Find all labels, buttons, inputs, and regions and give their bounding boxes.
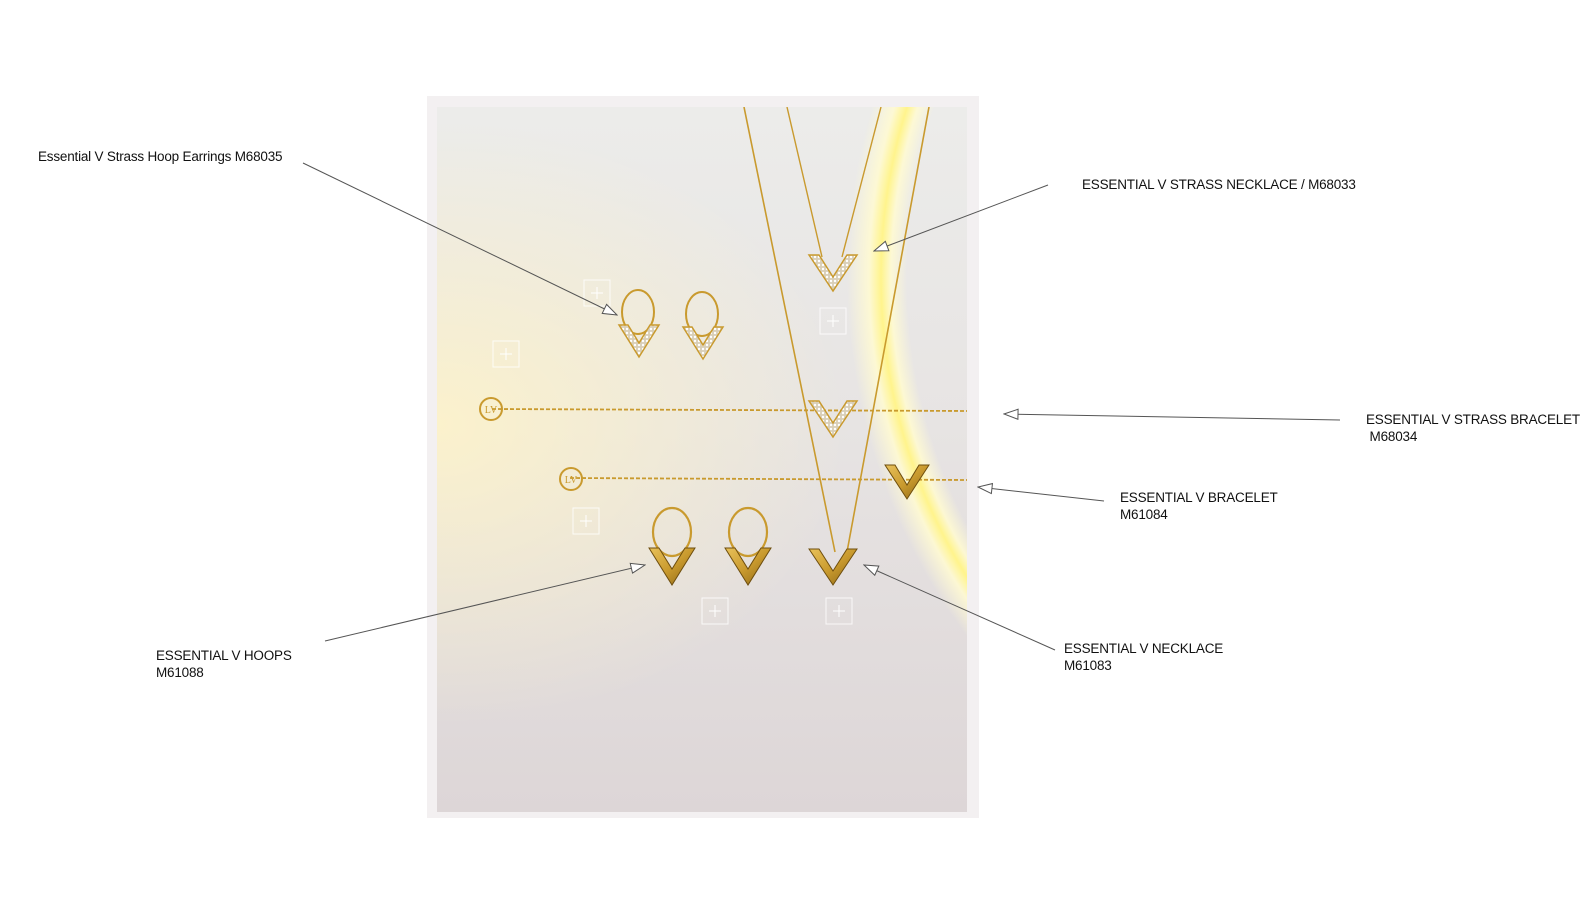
- callout-hoops: ESSENTIAL V HOOPS M61088: [156, 647, 292, 681]
- plus-marker-icon[interactable]: [572, 507, 600, 535]
- arrow-necklace: [864, 565, 1056, 651]
- callout-hoops-ref: M61088: [156, 665, 204, 680]
- plus-marker-icon[interactable]: [825, 597, 853, 625]
- callout-strass-bracelet-ref: M68034: [1366, 429, 1418, 444]
- lv-monogram-charm-icon: LV: [559, 467, 583, 491]
- jewelry-illustration: LV LV: [479, 107, 967, 625]
- callout-strass-hoop-earrings-title: Essential V Strass Hoop Earrings M68035: [38, 149, 283, 164]
- arrow-bracelet: [978, 487, 1105, 502]
- plus-marker-icon[interactable]: [583, 279, 611, 307]
- necklace-short-chain-left: [786, 107, 823, 258]
- callout-hoops-title: ESSENTIAL V HOOPS: [156, 648, 292, 663]
- callout-bracelet: ESSENTIAL V BRACELET M61084: [1120, 489, 1278, 523]
- plus-marker-icon[interactable]: [492, 340, 520, 368]
- jewelry-photo: LV LV: [437, 107, 967, 812]
- arrow-strass-bracelet: [1004, 414, 1341, 421]
- strass-hoop-earring-right: [681, 291, 725, 361]
- callout-necklace-ref: M61083: [1064, 658, 1112, 673]
- strass-bracelet-chain: [491, 408, 967, 412]
- plus-marker-icon[interactable]: [819, 307, 847, 335]
- lv-monogram-charm-icon: LV: [479, 397, 503, 421]
- hoop-earring-right: [724, 506, 772, 586]
- callout-bracelet-title: ESSENTIAL V BRACELET: [1120, 490, 1278, 505]
- callout-strass-necklace: ESSENTIAL V STRASS NECKLACE / M68033: [1082, 176, 1356, 193]
- v-strass-pendant-icon: [807, 400, 859, 439]
- svg-text:LV: LV: [485, 405, 498, 416]
- arrow-strass-necklace: [874, 184, 1049, 251]
- v-pendant-icon: [884, 464, 930, 500]
- strass-hoop-earring-left: [617, 289, 661, 359]
- arrow-hoops: [324, 565, 645, 642]
- hoop-earring-left: [648, 506, 696, 586]
- necklace-long-chain-right: [846, 107, 930, 553]
- v-pendant-icon: [808, 548, 858, 586]
- callout-strass-bracelet-title: ESSENTIAL V STRASS BRACELET: [1366, 412, 1580, 427]
- plus-marker-icon[interactable]: [701, 597, 729, 625]
- callout-strass-bracelet: ESSENTIAL V STRASS BRACELET M68034: [1366, 411, 1580, 445]
- callout-strass-necklace-title: ESSENTIAL V STRASS NECKLACE / M68033: [1082, 177, 1356, 192]
- necklace-short-chain-right: [841, 107, 882, 258]
- callout-strass-hoop-earrings: Essential V Strass Hoop Earrings M68035: [38, 148, 283, 165]
- arrow-strass-hoop-earrings: [302, 162, 617, 315]
- callout-bracelet-ref: M61084: [1120, 507, 1168, 522]
- callout-necklace: ESSENTIAL V NECKLACE M61083: [1064, 640, 1223, 674]
- callout-necklace-title: ESSENTIAL V NECKLACE: [1064, 641, 1224, 656]
- v-strass-pendant-icon: [807, 254, 859, 293]
- necklace-long-chain-left: [743, 107, 836, 553]
- svg-text:LV: LV: [565, 475, 578, 486]
